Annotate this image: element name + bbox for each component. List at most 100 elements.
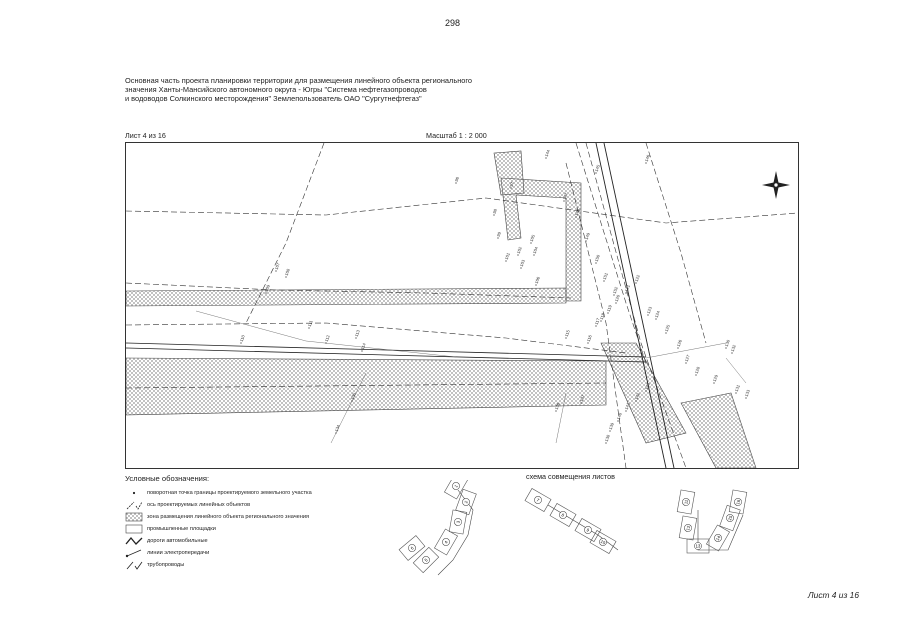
boundary-point <box>580 402 582 404</box>
pipeline-lines <box>126 143 798 468</box>
legend-item-power: линии электропередачи <box>125 547 455 559</box>
boundary-point-label: 108 <box>284 267 291 276</box>
boundary-point <box>607 312 609 314</box>
boundary-point-label: 146 <box>644 153 651 162</box>
boundary-point <box>645 390 647 392</box>
boundary-point <box>497 237 499 239</box>
boundary-point <box>520 267 522 269</box>
boundary-point-label: 122 <box>634 273 641 282</box>
boundary-point <box>735 392 737 394</box>
boundary-point-label: 112 <box>324 334 331 343</box>
boundary-point <box>585 240 587 242</box>
boundary-point-label: 129 <box>712 373 719 382</box>
scheme-sheet-number: 5 <box>423 557 429 563</box>
boundary-point-label: 136 <box>554 401 561 410</box>
boundary-point <box>645 162 647 164</box>
survey-lines <box>195 310 747 444</box>
boundary-point-label: 147 <box>562 191 569 200</box>
boundary-point-label: 149 <box>584 231 591 240</box>
boundary-point <box>275 270 277 272</box>
axis-line-icon <box>126 501 143 510</box>
scheme-sheet-9: 9 <box>574 518 602 542</box>
legend-label: промышленные площадки <box>147 526 216 532</box>
industrial-area-icon <box>125 524 143 534</box>
scheme-sheet-number: 14 <box>715 534 722 541</box>
boundary-point <box>493 214 495 216</box>
scheme-sheet-number: 1 <box>453 483 459 488</box>
scheme-sheet-8: 8 <box>549 503 577 527</box>
map-canvas: 9697989910110210310410510610710810911011… <box>126 143 798 468</box>
scheme-sheet-3: 3 <box>448 509 468 535</box>
boundary-point-label: 96 <box>454 176 461 183</box>
boundary-point-label: 152 <box>612 285 619 294</box>
boundary-point <box>308 327 310 329</box>
boundary-point-icon <box>132 491 136 495</box>
legend-item-roads: дороги автомобильные <box>125 535 455 547</box>
boundary-point <box>351 400 353 402</box>
boundary-point-label: 123 <box>646 305 653 314</box>
boundary-point <box>530 242 532 244</box>
boundary-point <box>600 320 602 322</box>
boundary-point <box>635 282 637 284</box>
boundary-point-label: 105 <box>529 233 536 242</box>
boundary-point-label: 144 <box>544 148 551 157</box>
boundary-point-label: 119 <box>606 304 613 313</box>
boundary-point-label: 118 <box>599 312 606 321</box>
boundary-point <box>603 280 605 282</box>
boundary-point-label: 140 <box>616 411 623 420</box>
boundary-point <box>713 382 715 384</box>
legend-item-boundary-point: поворотная точка границы проектируемого … <box>125 487 455 499</box>
boundary-point <box>265 292 267 294</box>
boundary-point-label: 104 <box>532 245 539 254</box>
zone-spur-top <box>493 150 525 196</box>
zone-right-block <box>680 392 757 468</box>
scheme-sheet-number: 9 <box>586 527 591 533</box>
legend-label: поворотная точка границы проектируемого … <box>147 490 312 496</box>
boundary-point <box>625 410 627 412</box>
legend-label: трубопроводы <box>147 562 185 568</box>
boundary-point <box>609 430 611 432</box>
boundary-point <box>731 352 733 354</box>
boundary-point-label: 106 <box>534 275 541 284</box>
boundary-point-label: 120 <box>614 293 621 302</box>
scheme-sheet-5: 5 <box>412 546 440 574</box>
scheme-sheet-number: 13 <box>696 544 701 549</box>
legend-title: Условные обозначения: <box>125 474 210 483</box>
scheme-sheet-10: 10 <box>589 530 617 554</box>
boundary-point-label: 150 <box>594 253 601 262</box>
sheet-label: Лист 4 из 16 <box>125 131 166 140</box>
page-number: 298 <box>444 18 461 28</box>
boundary-point-label: 137 <box>579 393 586 402</box>
scheme-sheet-16: 16 <box>728 489 748 515</box>
boundary-point <box>335 432 337 434</box>
legend-label: дороги автомобильные <box>147 538 208 544</box>
zone-hatch-icon <box>125 512 143 522</box>
boundary-point <box>695 374 697 376</box>
scheme-sheet-number: 8 <box>561 512 566 518</box>
boundary-point-label: 101 <box>504 251 511 260</box>
zone-diagonal-lower <box>600 342 687 444</box>
boundary-point <box>565 337 567 339</box>
document-title: Основная часть проекта планировки террит… <box>125 76 605 103</box>
boundary-point <box>677 347 679 349</box>
scheme-sheet-number: 4 <box>443 539 449 544</box>
boundary-point <box>655 318 657 320</box>
north-arrow-icon <box>762 171 790 199</box>
boundary-point-label: 131 <box>734 383 741 392</box>
legend-label: ось проектируемых линейных объектов <box>147 502 251 508</box>
boundary-point <box>615 302 617 304</box>
boundary-point-label: 143 <box>644 381 651 390</box>
scheme-sheet-13: 13 <box>686 538 710 554</box>
boundary-point-label: 125 <box>664 323 671 332</box>
boundary-point-label: 127 <box>684 353 691 362</box>
boundary-point <box>625 292 627 294</box>
boundary-point <box>361 350 363 352</box>
boundary-point <box>685 362 687 364</box>
boundary-point <box>285 276 287 278</box>
boundary-point <box>533 254 535 256</box>
scheme-sheet-4: 4 <box>434 528 458 556</box>
boundary-point-label: 114 <box>360 342 367 351</box>
boundary-point-label: 107 <box>274 261 281 270</box>
boundary-point <box>647 314 649 316</box>
